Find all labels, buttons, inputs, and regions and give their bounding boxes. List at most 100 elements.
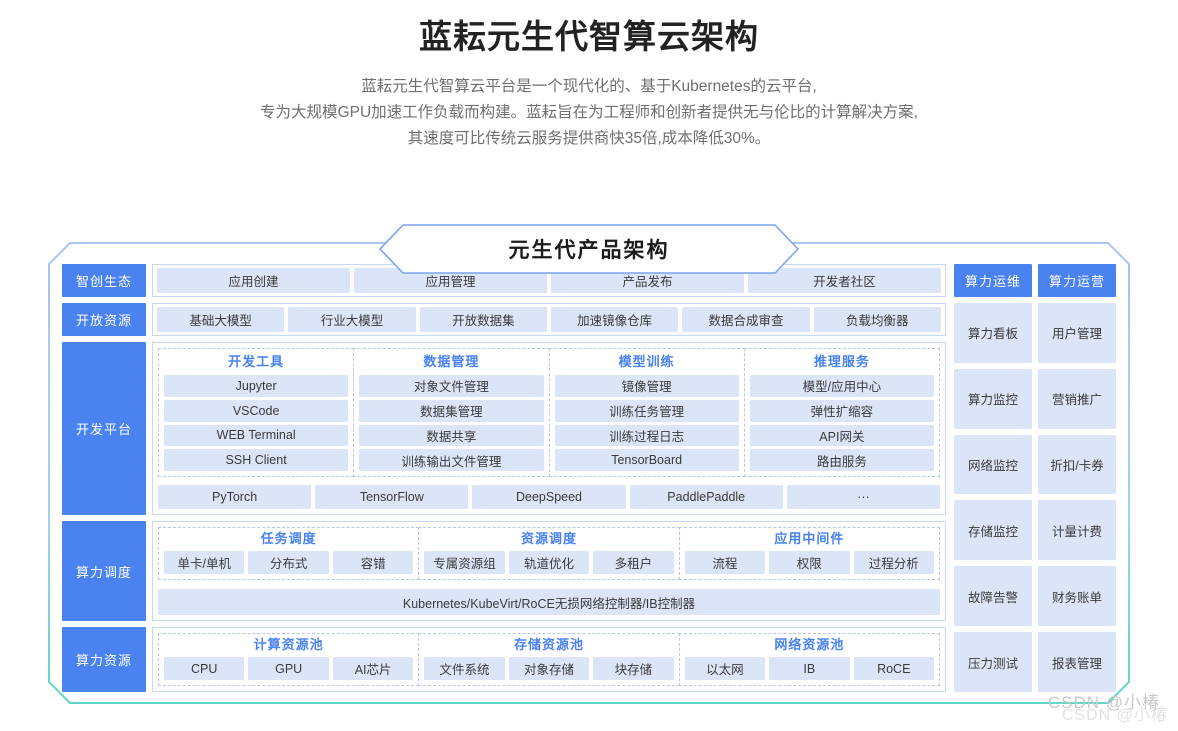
cell-infiniband[interactable]: IB	[769, 657, 850, 680]
cell-distributed[interactable]: 分布式	[248, 551, 329, 574]
cell-accelerated-image-repo[interactable]: 加速镜像仓库	[550, 307, 679, 332]
watermark-text: CSDN @小椿	[1047, 693, 1160, 712]
cell-vscode[interactable]: VSCode	[164, 399, 349, 422]
cell-object-file-management[interactable]: 对象文件管理	[359, 375, 544, 397]
ops-cell-metering-billing[interactable]: 计量计费	[1038, 500, 1116, 561]
cell-workflow[interactable]: 流程	[684, 551, 766, 574]
cell-model-app-center[interactable]: 模型/应用中心	[749, 375, 934, 397]
cell-paddlepaddle[interactable]: PaddlePaddle	[629, 485, 783, 509]
ops-cell-report-management[interactable]: 报表管理	[1038, 632, 1116, 692]
dev-platform-groups: 开发工具 Jupyter VSCode WEB Terminal SSH Cli…	[158, 348, 940, 477]
group-title-resource-scheduling: 资源调度	[520, 531, 577, 546]
cell-ai-chip[interactable]: AI芯片	[332, 657, 414, 680]
group-title-compute-pool: 计算资源池	[253, 637, 324, 652]
ops-cell-network-monitoring[interactable]: 网络监控	[954, 434, 1032, 495]
cell-ssh-client[interactable]: SSH Client	[164, 449, 349, 471]
cell-fault-tolerance[interactable]: 容错	[332, 551, 414, 574]
group-compute-pool: 计算资源池 CPU GPU AI芯片	[158, 633, 420, 686]
subtitle-line-3: 其速度可比传统云服务提供商快35倍,成本降低30%。	[407, 130, 771, 147]
row-label-compute-resources: 算力资源	[62, 627, 146, 692]
cell-ethernet[interactable]: 以太网	[684, 657, 766, 680]
group-title-inference-service: 推理服务	[813, 354, 870, 369]
ops-column-maintenance: 算力运维 算力看板 算力监控 网络监控 存储监控 故障告警 压力测试	[954, 264, 1032, 692]
cell-process-analysis[interactable]: 过程分析	[853, 551, 934, 574]
cell-cpu[interactable]: CPU	[164, 657, 245, 680]
cell-dedicated-resource-group[interactable]: 专属资源组	[424, 551, 505, 574]
ops-cell-discount-coupon[interactable]: 折扣/卡券	[1038, 434, 1116, 495]
cell-api-gateway[interactable]: API网关	[749, 424, 934, 447]
cell-app-create[interactable]: 应用创建	[157, 268, 350, 293]
ops-header-operations: 算力运营	[1038, 264, 1116, 297]
cell-permission[interactable]: 权限	[769, 551, 850, 574]
cell-data-sharing[interactable]: 数据共享	[359, 424, 544, 447]
ops-cell-compute-dashboard[interactable]: 算力看板	[954, 303, 1032, 363]
watermark: CSDN @小椿 CSDN @小椿	[1047, 688, 1167, 724]
cell-training-output-file-management[interactable]: 训练输出文件管理	[359, 449, 544, 471]
cell-block-storage[interactable]: 块存储	[593, 657, 674, 680]
row-ecology: 智创生态 应用创建 应用管理 产品发布 开发者社区	[62, 264, 946, 297]
group-app-middleware: 应用中间件 流程 权限 过程分析	[678, 527, 940, 580]
cell-base-model[interactable]: 基础大模型	[157, 307, 285, 332]
group-model-training: 模型训练 镜像管理 训练任务管理 训练过程日志 TensorBoard	[548, 348, 745, 477]
cell-object-storage[interactable]: 对象存储	[508, 657, 590, 680]
diagram-banner: 元生代产品架构	[379, 224, 799, 274]
cell-data-synthesis-review[interactable]: 数据合成审查	[682, 307, 810, 332]
watermark-shadow-text: CSDN @小椿	[1061, 707, 1168, 724]
ops-cell-financial-statement[interactable]: 财务账单	[1038, 566, 1116, 627]
cell-single-card-machine[interactable]: 单卡/单机	[164, 551, 245, 574]
ops-cell-marketing-promotion[interactable]: 营销推广	[1038, 368, 1116, 429]
cell-gpu[interactable]: GPU	[248, 657, 329, 680]
row-scheduling: 算力调度 任务调度 单卡/单机 分布式 容错	[62, 521, 946, 621]
cell-more-frameworks[interactable]: ···	[786, 485, 941, 509]
group-title-data-management: 数据管理	[423, 354, 480, 369]
row-dev-platform: 开发平台 开发工具 Jupyter VSCode WEB Terminal SS…	[62, 342, 946, 515]
cell-tensorflow[interactable]: TensorFlow	[315, 485, 469, 509]
architecture-main-column: 智创生态 应用创建 应用管理 产品发布 开发者社区 开放资源	[62, 264, 946, 692]
cell-tensorboard[interactable]: TensorBoard	[554, 449, 739, 471]
cell-load-balancer[interactable]: 负载均衡器	[813, 307, 941, 332]
ops-cell-stress-test[interactable]: 压力测试	[954, 632, 1032, 692]
row-label-scheduling: 算力调度	[62, 521, 146, 621]
row-open-resource: 开放资源 基础大模型 行业大模型 开放数据集 加速镜像仓库 数据合成审查 负载均…	[62, 303, 946, 336]
cell-multi-tenant[interactable]: 多租户	[593, 551, 674, 574]
cell-dataset-management[interactable]: 数据集管理	[359, 399, 544, 422]
cell-training-task-management[interactable]: 训练任务管理	[554, 399, 739, 422]
cell-training-process-log[interactable]: 训练过程日志	[554, 424, 739, 447]
cell-track-optimization[interactable]: 轨道优化	[508, 551, 590, 574]
group-inference-service: 推理服务 模型/应用中心 弹性扩缩容 API网关 路由服务	[743, 348, 940, 477]
ops-cell-storage-monitoring[interactable]: 存储监控	[954, 500, 1032, 561]
cell-deepspeed[interactable]: DeepSpeed	[472, 485, 626, 509]
ops-cell-compute-monitoring[interactable]: 算力监控	[954, 368, 1032, 429]
group-data-management: 数据管理 对象文件管理 数据集管理 数据共享 训练输出文件管理	[353, 348, 550, 477]
subtitle-line-1: 蓝耘元生代智算云平台是一个现代化的、基于Kubernetes的云平台,	[361, 78, 817, 95]
page-title: 蓝耘元生代智算云架构	[419, 18, 759, 55]
group-storage-pool: 存储资源池 文件系统 对象存储 块存储	[418, 633, 680, 686]
cell-roce[interactable]: RoCE	[853, 657, 934, 680]
operations-columns: 算力运维 算力看板 算力监控 网络监控 存储监控 故障告警 压力测试 算力运营 …	[954, 264, 1116, 692]
resource-groups: 计算资源池 CPU GPU AI芯片 存储资源池 文件系统	[158, 633, 940, 686]
cell-pytorch[interactable]: PyTorch	[158, 485, 312, 509]
cell-file-system[interactable]: 文件系统	[424, 657, 505, 680]
architecture-diagram: 元生代产品架构 智创生态 应用创建 应用管理 产品发布 开发者社区	[48, 224, 1130, 704]
page-subtitle: 蓝耘元生代智算云平台是一个现代化的、基于Kubernetes的云平台, 专为大规…	[0, 74, 1178, 152]
cell-developer-community[interactable]: 开发者社区	[748, 268, 941, 293]
cell-kubernetes-platform-bar[interactable]: Kubernetes/KubeVirt/RoCE无损网络控制器/IB控制器	[158, 589, 940, 615]
group-title-dev-tools: 开发工具	[228, 354, 285, 369]
cell-image-management[interactable]: 镜像管理	[554, 375, 739, 397]
row-compute-resources: 算力资源 计算资源池 CPU GPU AI芯片	[62, 627, 946, 692]
cell-industry-model[interactable]: 行业大模型	[288, 307, 416, 332]
cell-jupyter[interactable]: Jupyter	[164, 375, 349, 397]
cell-web-terminal[interactable]: WEB Terminal	[164, 424, 349, 447]
ops-header-maintenance: 算力运维	[954, 264, 1032, 297]
scheduling-groups: 任务调度 单卡/单机 分布式 容错 资源调度 专属资源组	[158, 527, 940, 580]
cell-routing-service[interactable]: 路由服务	[749, 449, 934, 471]
group-title-storage-pool: 存储资源池	[513, 637, 584, 652]
ops-cell-fault-alarm[interactable]: 故障告警	[954, 566, 1032, 627]
group-title-model-training: 模型训练	[618, 354, 675, 369]
cell-elastic-scaling[interactable]: 弹性扩缩容	[749, 399, 934, 422]
cell-open-dataset[interactable]: 开放数据集	[419, 307, 547, 332]
ops-cell-user-management[interactable]: 用户管理	[1038, 303, 1116, 363]
row-label-open-resource: 开放资源	[62, 303, 146, 336]
group-task-scheduling: 任务调度 单卡/单机 分布式 容错	[158, 527, 420, 580]
framework-cells: PyTorch TensorFlow DeepSpeed PaddlePaddl…	[158, 485, 941, 509]
